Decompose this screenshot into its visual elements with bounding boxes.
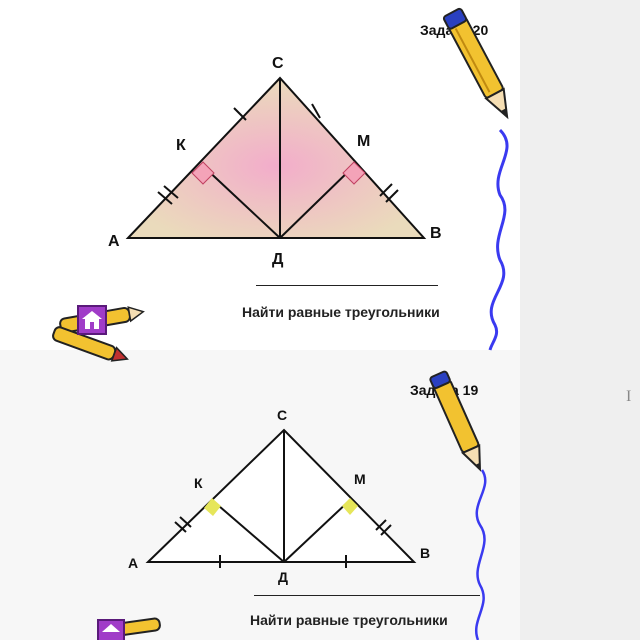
text-cursor-icon: I (626, 388, 632, 405)
label-m: М (357, 133, 370, 150)
tick-ak-2 (163, 185, 179, 199)
caption: Найти равные треугольники (250, 612, 448, 628)
label-k: К (194, 475, 203, 491)
segment-dk (211, 499, 285, 563)
tick-mb-2 (380, 524, 392, 536)
label-b: В (430, 225, 442, 242)
right-angle-k (191, 161, 215, 185)
triangle-abc (125, 76, 427, 239)
tick-mc (311, 103, 321, 119)
label-k: К (176, 137, 186, 154)
segment-dm (283, 499, 351, 563)
triangle-figure-19: С К М А В Д (128, 407, 430, 585)
wavy-line (488, 128, 509, 351)
tick-mb-1 (375, 519, 387, 531)
label-a: А (108, 233, 120, 250)
label-c: С (277, 407, 287, 423)
tick-kc (233, 107, 247, 121)
triangle-abc (145, 428, 417, 563)
crayon-icon (52, 326, 129, 362)
caption: Найти равные треугольники (242, 304, 440, 320)
tick-mb-1 (379, 183, 393, 197)
tick-ak-1 (157, 191, 173, 205)
label-a: А (128, 555, 138, 571)
triangle-figure-20: С К М А В Д (108, 55, 442, 268)
caption-rule (254, 595, 480, 596)
tick-ak-1 (174, 521, 187, 533)
label-d: Д (278, 569, 288, 585)
pencil-icon (442, 7, 509, 120)
tick-ak-2 (179, 516, 192, 528)
home-icon[interactable] (77, 305, 107, 335)
right-angle-m (342, 498, 358, 515)
slide-task-19: Задача 19 С К М А В Д Найти равные треуг… (0, 350, 520, 640)
tick-mb-2 (385, 189, 399, 203)
pencil-icon (429, 370, 482, 472)
label-m: М (354, 471, 366, 487)
segment-dm (279, 165, 355, 239)
right-angle-k (204, 498, 221, 516)
home-icon[interactable] (97, 619, 125, 640)
label-c: С (272, 55, 284, 72)
caption-rule (256, 285, 438, 286)
slide-task-20: Задача 20 С К М А В Д Найти рав (0, 0, 520, 350)
wavy-line (475, 469, 487, 640)
label-d: Д (272, 251, 284, 268)
segment-dk (202, 165, 281, 239)
label-b: В (420, 545, 430, 561)
right-angle-m (342, 161, 366, 185)
